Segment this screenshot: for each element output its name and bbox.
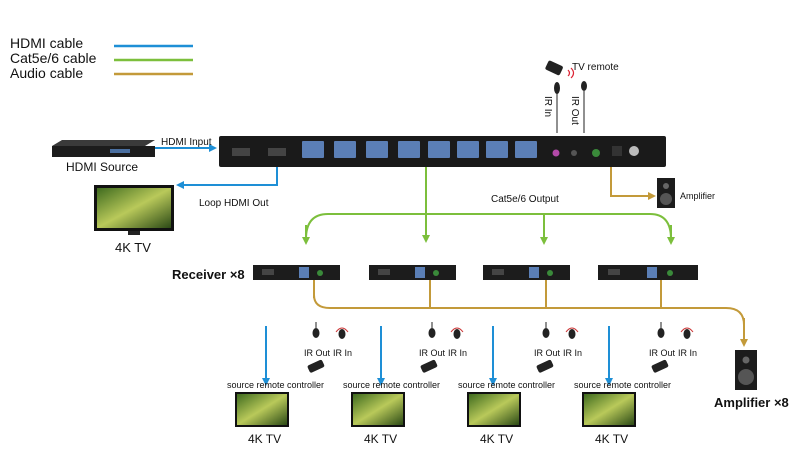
amplifier-x8-label: Amplifier ×8 [714, 395, 789, 410]
tv-bottom-4-label: 4K TV [595, 432, 629, 446]
hdmi-source-device-icon [52, 140, 155, 157]
tv-bottom-3-label: 4K TV [480, 432, 514, 446]
amplifier-label: Amplifier [680, 191, 716, 201]
loop-hdmi-out-label: Loop HDMI Out [199, 198, 269, 209]
rx4-ir-out-label: IR Out [649, 348, 676, 358]
receiver-1-icon [253, 265, 340, 280]
rx1-ir-in-label: IR In [333, 348, 353, 358]
receiver-2-icon [369, 265, 456, 280]
splitter-device-icon [219, 136, 666, 167]
amplifier-icon [657, 178, 675, 208]
rx3-ir-out-label: IR Out [534, 348, 561, 358]
amplifier-x8-icon [735, 350, 757, 390]
ir-out-probe-icon [581, 81, 587, 133]
receiver-3-icon [483, 265, 570, 280]
rx3-ir-in-label: IR In [563, 348, 583, 358]
ir-in-label: IR In [542, 96, 553, 118]
source-remote-3-icon [536, 359, 554, 373]
tv-bottom-3-icon [467, 392, 521, 427]
source-remote-4-icon [651, 359, 669, 373]
tv-bottom-4-icon [582, 392, 636, 427]
cat-output-label: Cat5e/6 Output [491, 194, 559, 205]
rx2-ir-out-label: IR Out [419, 348, 446, 358]
receiver-4-icon [598, 265, 698, 280]
hdmi-source-label: HDMI Source [66, 160, 139, 174]
source-remote-2-label: source remote controller [343, 380, 441, 390]
loop-hdmi-out-arrow [176, 167, 278, 189]
legend-audio-label: Audio cable [10, 65, 84, 81]
rx1-ir-out-label: IR Out [304, 348, 331, 358]
receiver-label: Receiver ×8 [172, 267, 245, 282]
tv-top-label: 4K TV [115, 240, 151, 255]
source-remote-4-label: source remote controller [574, 380, 672, 390]
tv-bottom-2-icon [351, 392, 405, 427]
source-remote-1-icon [307, 359, 325, 373]
source-remote-1-label: source remote controller [227, 380, 325, 390]
ir-out-label: IR Out [569, 96, 580, 125]
rx2-ir-in-label: IR In [448, 348, 468, 358]
legend-cat-label: Cat5e/6 cable [10, 50, 97, 66]
tv-remote-icon [545, 60, 563, 76]
hdmi-input-label: HDMI Input [161, 137, 212, 148]
tv-bottom-1-icon [235, 392, 289, 427]
tv-bottom-1-label: 4K TV [248, 432, 282, 446]
audio-bus-line [313, 294, 745, 326]
source-remote-3-label: source remote controller [458, 380, 556, 390]
cat-bus-line [305, 213, 672, 240]
rx-ir-probes-4-icon [657, 322, 694, 339]
ir-in-probe-icon [554, 82, 560, 133]
source-remote-2-icon [420, 359, 438, 373]
rx4-ir-in-label: IR In [678, 348, 698, 358]
rx-ir-probes-3-icon [542, 322, 579, 339]
tv-bottom-2-label: 4K TV [364, 432, 398, 446]
tv-remote-label: TV remote [572, 62, 619, 73]
audio-to-amplifier-arrow [610, 167, 656, 200]
rx-ir-probes-1-icon [312, 322, 349, 339]
tv-top-icon [94, 185, 174, 235]
rx-ir-probes-2-icon [428, 322, 464, 339]
legend-hdmi-label: HDMI cable [10, 35, 84, 51]
